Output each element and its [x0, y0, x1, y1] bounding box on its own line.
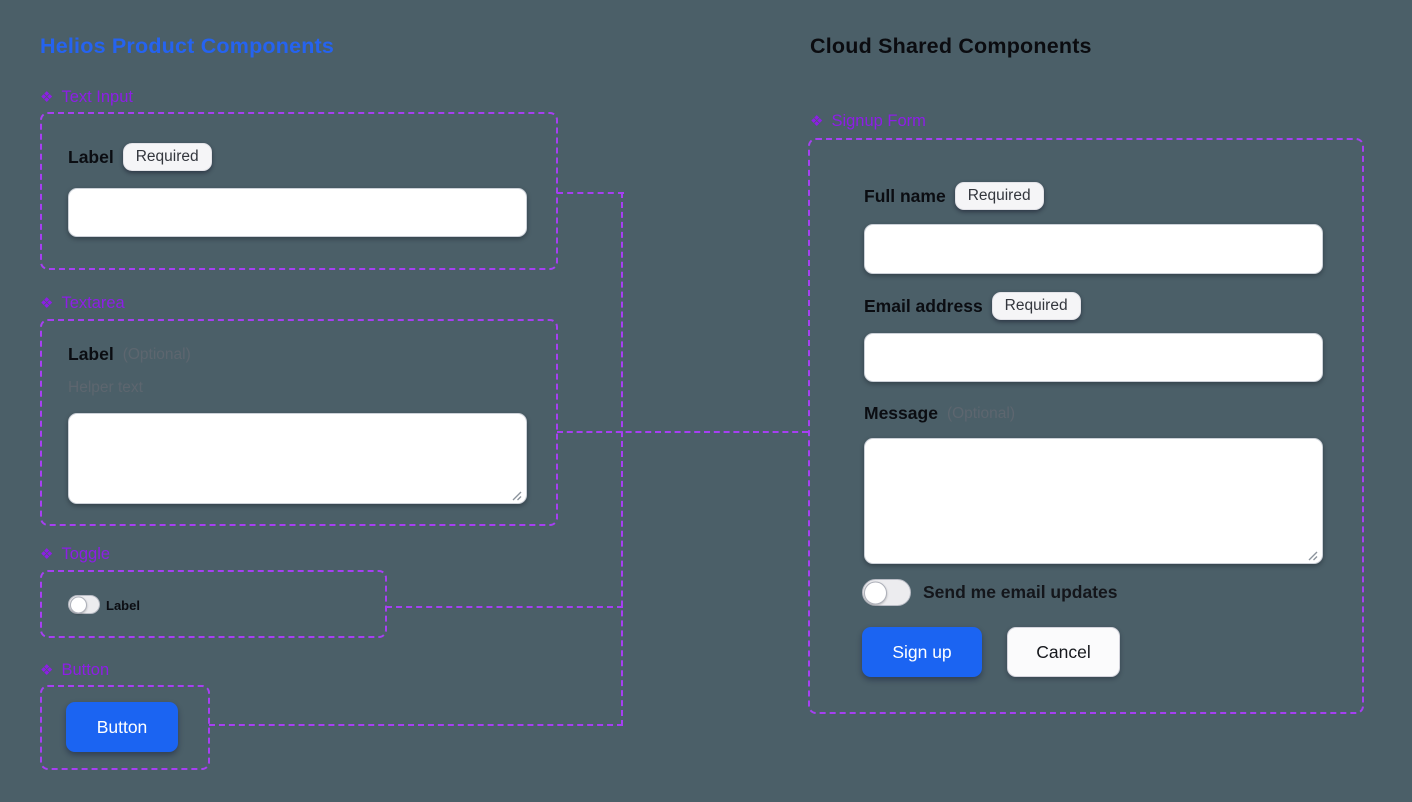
connector-trunk: [621, 192, 623, 726]
component-label-signup-form: ❖ Signup Form: [810, 112, 926, 131]
toggle-label: Label: [106, 598, 140, 613]
component-icon: ❖: [810, 113, 824, 130]
toggle-switch[interactable]: [68, 595, 100, 614]
component-name: Toggle: [61, 545, 111, 563]
component-name: Signup Form: [831, 112, 926, 130]
component-name: Textarea: [61, 294, 125, 312]
component-icon: ❖: [40, 662, 54, 679]
component-frame-toggle: [40, 570, 387, 638]
textarea-field[interactable]: [68, 413, 527, 504]
textarea-label: Label: [68, 344, 114, 364]
demo-button[interactable]: Button: [66, 702, 178, 752]
toggle-knob: [70, 596, 87, 613]
component-label-text-input: ❖ Text Input: [40, 88, 133, 107]
full-name-label-row: Full name Required: [864, 182, 1044, 210]
connector-button: [209, 724, 623, 726]
component-frame-button: [40, 685, 210, 770]
email-label-row: Email address Required: [864, 292, 1081, 320]
resize-handle-icon: [512, 491, 522, 501]
text-input-label: Label: [68, 146, 114, 167]
text-input-field[interactable]: [68, 188, 527, 237]
required-badge: Required: [991, 292, 1081, 320]
component-name: Text Input: [61, 88, 133, 106]
connector-text-input: [557, 192, 624, 194]
full-name-input[interactable]: [864, 224, 1323, 274]
component-icon: ❖: [40, 89, 54, 106]
helper-text: Helper text: [68, 379, 143, 396]
component-label-textarea: ❖ Textarea: [40, 294, 125, 313]
cancel-button[interactable]: Cancel: [1007, 627, 1120, 677]
email-label: Email address: [864, 295, 983, 316]
required-badge: Required: [122, 143, 212, 171]
email-updates-label: Send me email updates: [923, 582, 1118, 602]
email-updates-toggle[interactable]: [862, 579, 911, 606]
full-name-label: Full name: [864, 185, 946, 206]
toggle-knob: [864, 581, 887, 604]
optional-hint: (Optional): [122, 345, 191, 363]
left-panel-title: Helios Product Components: [40, 34, 335, 58]
connector-toggle: [386, 606, 623, 608]
component-frame-signup-form: Full name Required Email address Require…: [808, 138, 1364, 714]
resize-handle-icon: [1308, 551, 1318, 561]
component-icon: ❖: [40, 546, 54, 563]
text-input-label-row: Label Required: [68, 143, 212, 171]
optional-hint: (Optional): [946, 404, 1015, 422]
component-frame-text-input: Label Required: [40, 112, 558, 270]
component-icon: ❖: [40, 295, 54, 312]
connector-textarea: [557, 431, 808, 433]
message-label-row: Message (Optional): [864, 403, 1015, 424]
textarea-label-row: Label (Optional): [68, 344, 191, 365]
component-label-button: ❖ Button: [40, 661, 109, 680]
message-textarea[interactable]: [864, 438, 1323, 564]
component-frame-textarea: Label (Optional) Helper text: [40, 319, 558, 526]
component-label-toggle: ❖ Toggle: [40, 545, 110, 564]
message-label: Message: [864, 403, 938, 423]
right-panel-title: Cloud Shared Components: [810, 34, 1092, 58]
email-input[interactable]: [864, 333, 1323, 382]
sign-up-button[interactable]: Sign up: [862, 627, 982, 677]
component-name: Button: [61, 661, 110, 679]
required-badge: Required: [954, 182, 1044, 210]
